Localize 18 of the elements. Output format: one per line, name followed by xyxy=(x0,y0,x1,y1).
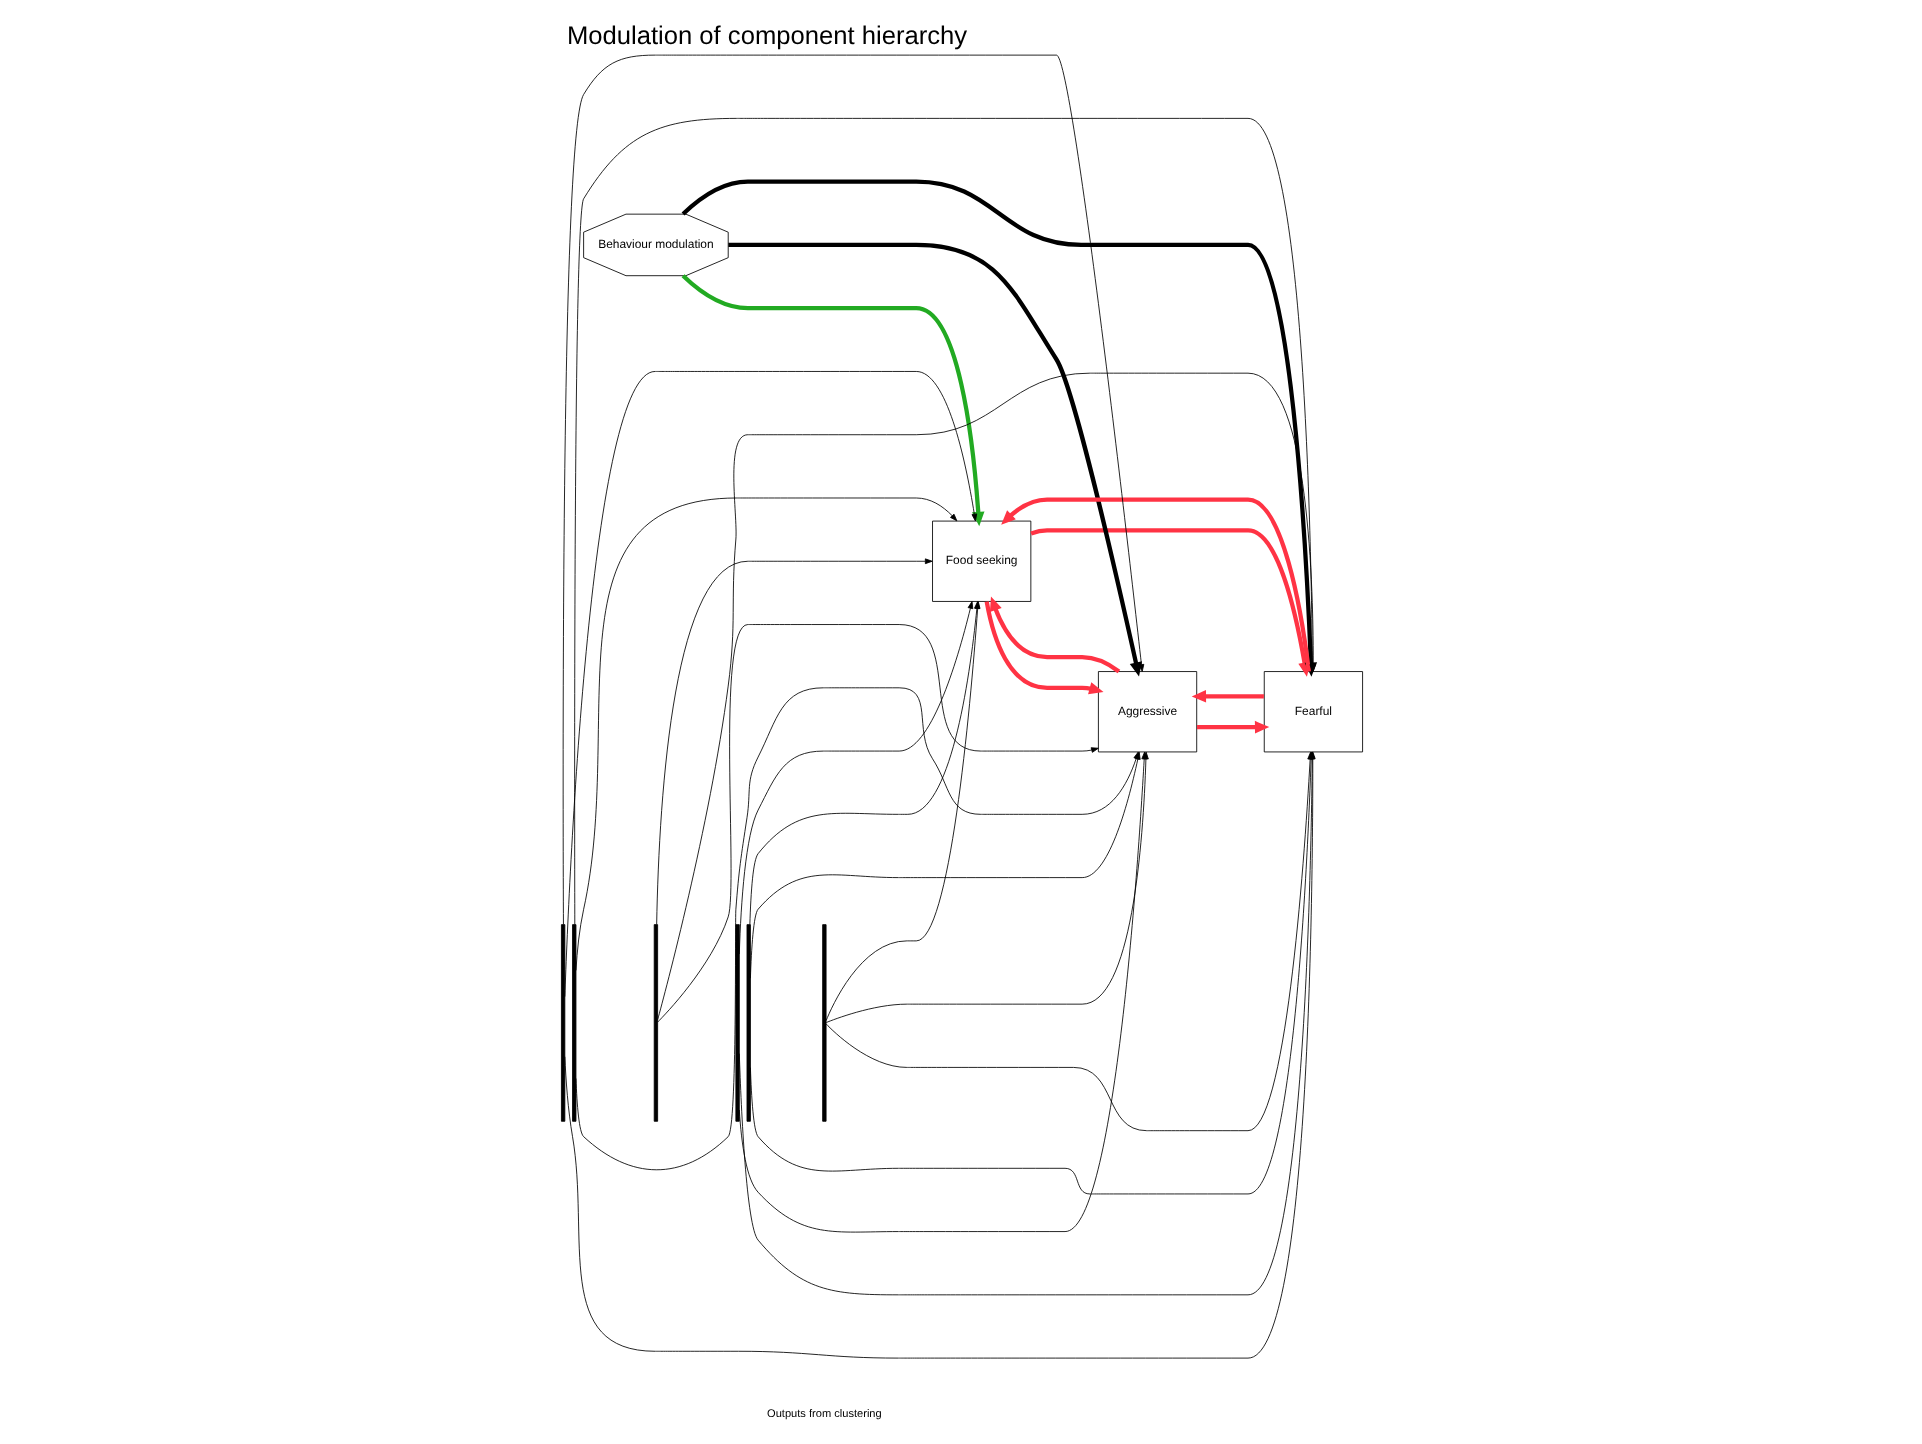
arrow xyxy=(680,274,984,527)
arrow xyxy=(727,242,1142,677)
arrow xyxy=(1196,720,1269,734)
arrow xyxy=(574,497,957,971)
diagram-title: Modulation of component hierarchy xyxy=(565,20,967,50)
node-bar xyxy=(821,924,826,1122)
node-bar xyxy=(571,924,576,1122)
node-bar xyxy=(734,924,739,1122)
arrow xyxy=(988,596,1120,674)
arrow xyxy=(983,601,1103,695)
node-bar xyxy=(560,924,565,1122)
node-bar xyxy=(745,924,750,1122)
arrow xyxy=(1190,690,1263,703)
arrow xyxy=(656,624,1098,1023)
arrow xyxy=(561,54,1144,925)
arrow xyxy=(1000,497,1310,672)
node-bar xyxy=(652,924,658,1122)
arrow xyxy=(655,558,932,925)
